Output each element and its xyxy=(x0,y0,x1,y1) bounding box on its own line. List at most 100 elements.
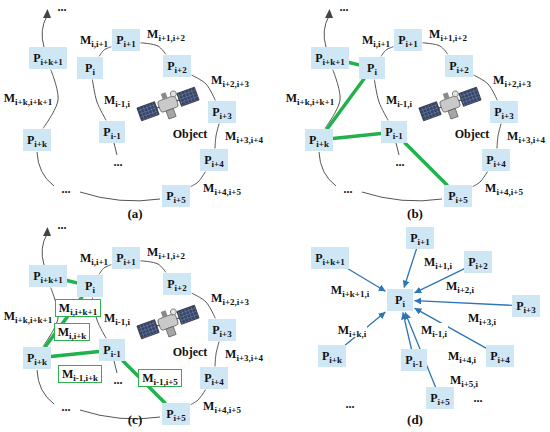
transform-label: Mi+1,i+2 xyxy=(146,245,186,259)
point-box: Pi-1 xyxy=(381,121,407,143)
point-label: Pi+2 xyxy=(167,59,186,73)
ellipsis: ... xyxy=(62,182,71,196)
ellipsis: ... xyxy=(474,391,483,405)
point-box: Pi+3 xyxy=(208,319,236,341)
point-label: Pi+2 xyxy=(449,59,468,73)
ellipsis: ... xyxy=(344,182,353,196)
transform-label: Mi+1,i xyxy=(423,255,453,269)
point-label: Pi+3 xyxy=(212,323,231,337)
transform-label: Mi+k+1,i xyxy=(330,283,370,297)
panel-label: (a) xyxy=(127,207,142,221)
transform-label: Mi+3,i+4 xyxy=(224,129,264,143)
point-box: Pi+2 xyxy=(163,273,191,295)
point-box: Pi+2 xyxy=(464,251,492,273)
transform-label: Mi+4,i+5 xyxy=(202,181,242,195)
ellipsis: ... xyxy=(58,0,67,14)
point-label: Pi+4 xyxy=(490,349,509,363)
relation-arrow xyxy=(415,269,464,293)
point-box: Pi+k xyxy=(23,129,51,151)
ellipsis: ... xyxy=(58,218,67,232)
transform-label: Mi+k,i+k+1 xyxy=(3,91,53,105)
transform-label: Mi+4,i+5 xyxy=(484,181,524,195)
point-label: Pi+k xyxy=(27,351,47,365)
point-label: Pi+5 xyxy=(166,407,185,421)
point-box: Pi+3 xyxy=(208,101,236,123)
transform-label: Mi+3,i xyxy=(467,311,497,325)
trajectory-curve xyxy=(215,124,219,148)
point-label: Pi+1 xyxy=(116,251,135,265)
transform-label: Mi,i+k xyxy=(54,323,91,341)
point-label: Pi+3 xyxy=(516,299,535,313)
point-label: Pi+k+1 xyxy=(315,251,345,265)
ellipsis: ... xyxy=(396,155,405,169)
ellipsis: ... xyxy=(346,397,355,411)
point-label: Pi+1 xyxy=(410,231,429,245)
transform-label: Mi+2,i+3 xyxy=(210,291,250,305)
transform-label: Mi,i+k+1 xyxy=(55,299,101,317)
point-box: Pi+5 xyxy=(162,185,190,207)
transform-label: Mi+4,i xyxy=(447,349,477,363)
constraint-line xyxy=(67,281,77,283)
trajectory-curve xyxy=(141,43,166,54)
trajectory-curve xyxy=(215,342,219,366)
point-label: Pi-1 xyxy=(405,353,422,367)
trajectory-curve xyxy=(141,261,166,272)
point-box: Pi+4 xyxy=(200,149,228,171)
point-label: Pi+4 xyxy=(204,153,223,167)
panel-label: (b) xyxy=(407,207,423,221)
point-box: Pi+2 xyxy=(445,55,473,77)
point-label: Pi+k xyxy=(27,133,47,147)
ellipsis: ... xyxy=(340,0,349,14)
object-label: Object xyxy=(173,127,208,141)
point-box: Pi+5 xyxy=(444,185,472,207)
point-label: Pi+k+1 xyxy=(33,51,63,65)
point-box: Pi+k xyxy=(23,347,51,369)
point-label: Pi xyxy=(85,279,95,293)
point-label: Pi xyxy=(85,61,95,75)
point-box: Pi+1 xyxy=(112,29,140,51)
panel-label: (c) xyxy=(128,413,142,427)
ellipsis: ... xyxy=(114,373,123,387)
point-label: Pi+4 xyxy=(486,153,505,167)
point-label: Pi+4 xyxy=(204,371,223,385)
point-box: Pi+4 xyxy=(482,149,510,171)
point-label: Pi+k xyxy=(309,133,329,147)
relation-arrow xyxy=(404,249,416,287)
panel-label: (d) xyxy=(407,413,423,427)
point-box: Pi+3 xyxy=(512,295,540,317)
constraint-line xyxy=(349,63,359,65)
point-box: Pi-1 xyxy=(401,349,427,371)
transform-label: Mi+2,i+3 xyxy=(210,73,250,87)
point-label: Pi+2 xyxy=(167,277,186,291)
transform-label: Mi+k,i+k+1 xyxy=(285,91,335,105)
point-label: Pi+3 xyxy=(494,105,513,119)
ellipsis: ... xyxy=(114,155,123,169)
transform-label: Mi,i+1 xyxy=(79,33,109,47)
transform-label: Mi+k,i+k+1 xyxy=(3,309,53,323)
point-label: Pi-1 xyxy=(103,343,120,357)
trajectory-art xyxy=(319,9,484,201)
transform-label: Mi+3,i+4 xyxy=(224,347,264,361)
point-box: Pi xyxy=(387,289,413,311)
relation-arrow xyxy=(415,308,486,348)
point-box: Pi+k+1 xyxy=(311,247,349,269)
transform-label: Mi+k,i xyxy=(337,323,368,337)
point-label: Pi+5 xyxy=(166,189,185,203)
ellipsis: ... xyxy=(62,400,71,414)
constraint-line xyxy=(405,143,447,185)
transform-label: Mi-1,i xyxy=(385,93,413,107)
point-box: Pi+1 xyxy=(112,247,140,269)
point-label: Pi xyxy=(395,293,405,307)
transform-label: Mi-1,i+5 xyxy=(138,369,182,387)
transform-label: Mi+4,i+5 xyxy=(202,399,242,413)
point-label: Pi-1 xyxy=(103,125,120,139)
point-label: Pi+5 xyxy=(448,189,467,203)
transform-label: Mi-1,i xyxy=(420,323,448,337)
point-label: Pi+2 xyxy=(468,255,487,269)
point-box: Pi+k xyxy=(318,345,346,367)
point-box: Pi+k xyxy=(305,129,333,151)
point-box: Pi-1 xyxy=(99,121,125,143)
trajectory-curve xyxy=(423,43,448,54)
point-box: Pi+3 xyxy=(490,101,518,123)
